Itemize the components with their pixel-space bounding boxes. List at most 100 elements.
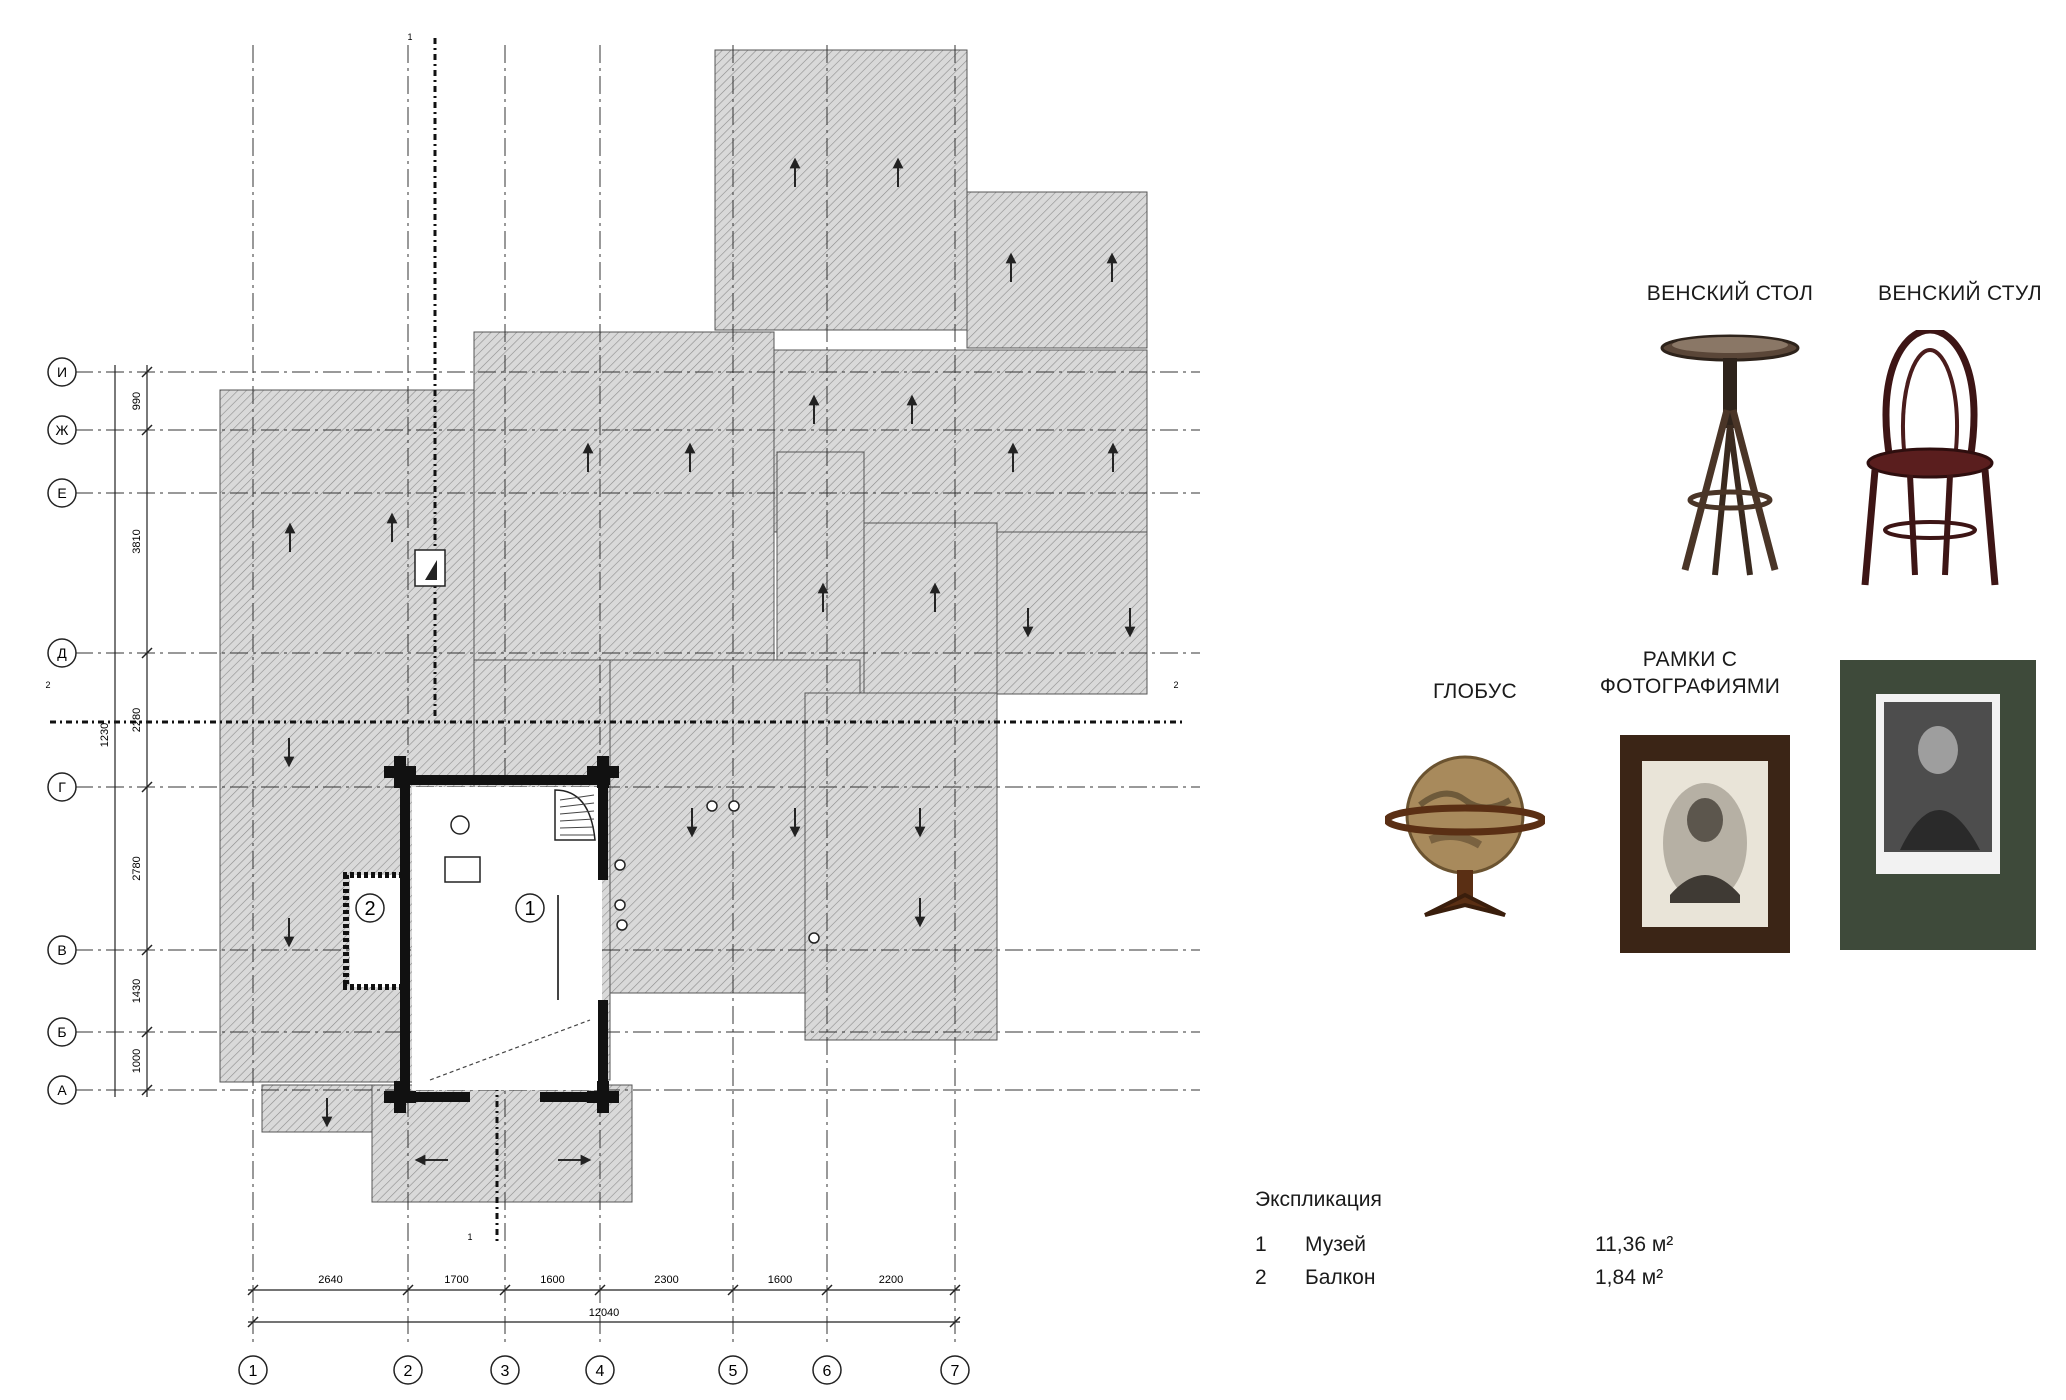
downpipe [614,859,626,871]
dimension-tick [949,1284,961,1296]
chimney [414,549,446,587]
row-axis-bubble [47,638,77,668]
room-number: 2 [1255,1266,1267,1289]
row-axis-label: Г [58,779,66,795]
dimension-tick [727,1284,739,1296]
dimension-tick [141,424,153,436]
roof-slope [473,331,775,665]
photo-frame-large-image [1840,660,2036,950]
downpipe [728,800,740,812]
dimension-label: 1230 [99,723,111,747]
roof-slope [993,531,1148,695]
room-name: Балкон [1305,1266,1376,1289]
downpipe [616,919,628,931]
room-marker-label: 1 [524,898,535,920]
photo-frame-small-image [1620,735,1790,953]
dimension-tick [141,1026,153,1038]
dimension-label: 1700 [444,1274,468,1286]
dimension-label: 2280 [131,708,143,732]
dimension-label: 2780 [131,856,143,880]
dimension-tick [821,1284,833,1296]
sculpture [450,815,470,835]
door-swing [429,1019,591,1081]
row-axis-bubble [47,1017,77,1047]
dimension-label: 1600 [540,1274,564,1286]
row-axis-label: В [57,942,66,958]
dimension-label: 1600 [768,1274,792,1286]
downpipe [808,932,820,944]
log-corner [394,756,406,788]
log-corner [597,1081,609,1113]
column-axis-label: 5 [729,1363,738,1380]
room-area: 11,36 м² [1595,1233,1674,1256]
column-axis-label: 3 [501,1363,510,1380]
globe-image [1385,755,1545,917]
column-axis-label: 7 [951,1363,960,1380]
roof-slope [371,1084,633,1203]
row-axis-label: Б [57,1024,66,1040]
vienna-chair-image [1861,330,1999,586]
column-axis-bubble [585,1355,615,1385]
column-axis-bubble [393,1355,423,1385]
room-name: Музей [1305,1233,1367,1256]
section-mark-label: 2 [45,680,50,690]
column-axis-bubble [940,1355,970,1385]
dimension-label: 990 [131,392,143,410]
log-corner [394,1081,406,1113]
column-axis-bubble [490,1355,520,1385]
log-corner [597,756,609,788]
dimension-tick [402,1284,414,1296]
dimension-tick [141,781,153,793]
row-axis-bubble [47,357,77,387]
room-marker [355,893,385,923]
display-stand [444,856,481,883]
stair-step [559,794,595,801]
column-axis-label: 1 [249,1363,258,1380]
roof-slope [966,191,1148,349]
roof-slope [261,1084,373,1133]
dimension-tick [141,1084,153,1096]
column-axis-bubble [812,1355,842,1385]
dimension-label: 1000 [131,1049,143,1073]
dimension-tick [141,366,153,378]
downpipe [706,800,718,812]
explication-row: 2 Балкон 1,84 м² [1255,1266,1715,1294]
column-axis-label: 6 [823,1363,832,1380]
vienna-table-title: ВЕНСКИЙ СТОЛ [1646,282,1814,305]
row-axis-label: И [57,364,67,380]
chimney-fill [425,560,437,580]
row-axis-label: Д [57,645,67,661]
column-axis-bubble [718,1355,748,1385]
stair-step [559,818,595,822]
room-marker-label: 2 [364,898,375,920]
row-axis-label: Ж [56,422,69,438]
room-balcony [350,875,405,987]
room-number: 1 [1255,1233,1267,1256]
dimension-label: 3810 [131,529,143,553]
row-axis-bubble [47,772,77,802]
dimension-tick [141,647,153,659]
row-axis-bubble [47,478,77,508]
balcony-rail [343,872,400,990]
dimension-tick [949,1316,961,1328]
stair-step [559,802,595,808]
row-axis-bubble [47,935,77,965]
room-area: 1,84 м² [1595,1266,1664,1289]
row-axis-label: Е [57,485,66,501]
roof-slope [714,49,968,331]
downpipe [614,899,626,911]
dimension-tick [141,944,153,956]
row-axis-label: А [57,1082,67,1098]
column-axis-bubble [238,1355,268,1385]
dimension-label: 2200 [879,1274,903,1286]
row-axis-bubble [47,1075,77,1105]
dimension-tick [594,1284,606,1296]
row-axis-bubble [47,415,77,445]
dimension-label: 1430 [131,979,143,1003]
roof-slope [804,692,998,1041]
photo-frames-title: РАМКИ С ФОТОГРАФИЯМИ [1599,648,1781,699]
section-mark-label: 1 [467,1232,472,1242]
globe-title: ГЛОБУС [1433,680,1517,703]
dimension-label: 2640 [318,1274,342,1286]
